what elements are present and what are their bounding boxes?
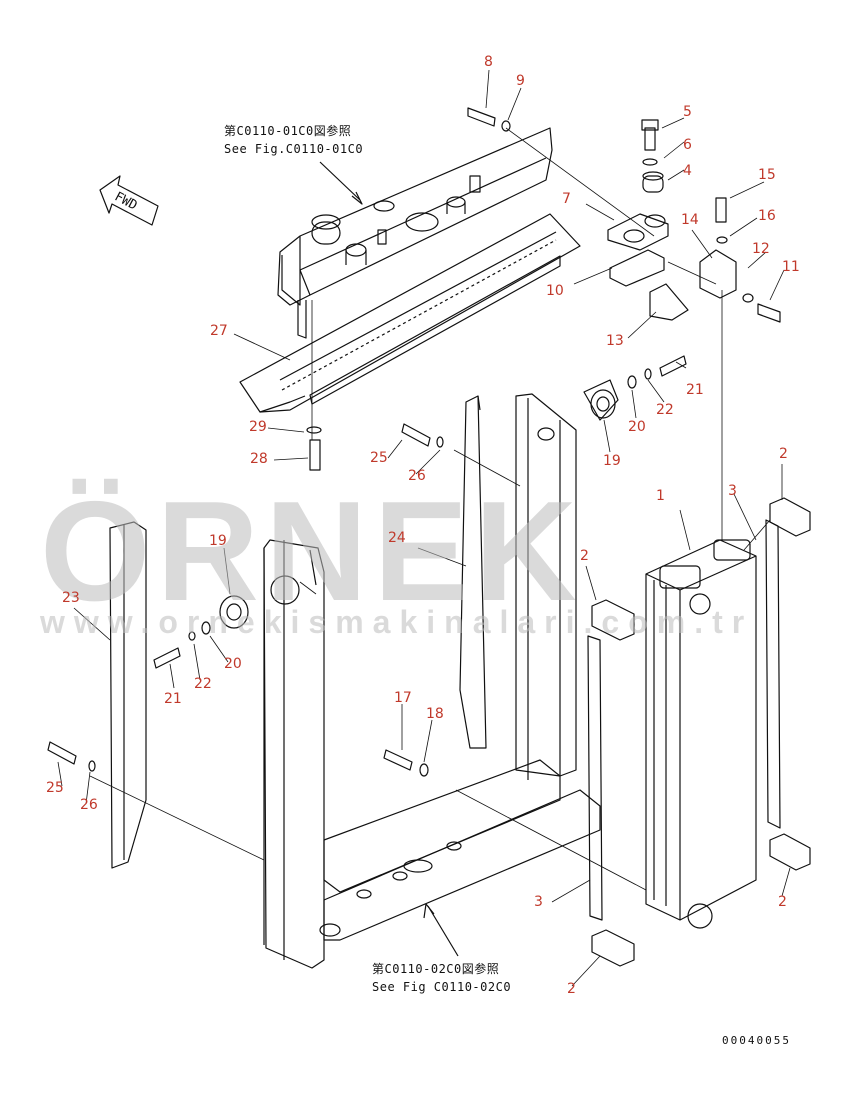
upper-guide-plate (239, 213, 581, 413)
callout-22-lower: 22 (194, 676, 212, 692)
fwd-arrow-icon (99, 175, 159, 226)
callout-29: 29 (249, 419, 267, 435)
callout-2-mid: 2 (580, 548, 589, 564)
callout-20-upper: 20 (628, 419, 646, 435)
ref-bottom-en: See Fig C0110-02C0 (372, 980, 512, 994)
callout-12: 12 (752, 241, 770, 257)
callout-6: 6 (683, 137, 692, 153)
main-frame-left-post (263, 539, 325, 969)
upper-support-beam (277, 127, 553, 339)
callout-26-upper: 26 (408, 468, 426, 484)
callout-16: 16 (758, 208, 776, 224)
callout-20-lower: 20 (224, 656, 242, 672)
callout-10: 10 (546, 283, 564, 299)
callout-14: 14 (681, 212, 699, 228)
callout-25-lower: 25 (46, 780, 64, 796)
seal-pieces (587, 497, 811, 967)
callout-21-lower: 21 (164, 691, 182, 707)
side-plate-23 (109, 521, 147, 869)
assembly-lines (89, 127, 771, 891)
watermark-url: www.ornekismakinalari.com.tr (40, 604, 754, 640)
callout-15: 15 (758, 167, 776, 183)
callout-25-upper: 25 (370, 450, 388, 466)
document-number: 00040055 (722, 1034, 791, 1047)
callout-24: 24 (388, 530, 406, 546)
callout-19-upper: 19 (603, 453, 621, 469)
callout-19-lower: 19 (209, 533, 227, 549)
side-plate-24 (459, 395, 487, 749)
callout-5: 5 (683, 104, 692, 120)
callout-7: 7 (562, 191, 571, 207)
callout-27: 27 (210, 323, 228, 339)
callout-28: 28 (250, 451, 268, 467)
callout-13: 13 (606, 333, 624, 349)
callout-2-top-right: 2 (779, 446, 788, 462)
callout-26-lower: 26 (80, 797, 98, 813)
callout-9: 9 (516, 73, 525, 89)
callout-3-right: 3 (728, 483, 737, 499)
callout-21-upper: 21 (686, 382, 704, 398)
callout-2-bottom: 2 (567, 981, 576, 997)
radiator-core (645, 539, 757, 929)
callout-4: 4 (683, 163, 692, 179)
callout-2-right-lower: 2 (778, 894, 787, 910)
main-frame-right-post (515, 393, 577, 780)
reference-arrows (319, 161, 459, 957)
callout-18: 18 (426, 706, 444, 722)
upper-mount-brackets (467, 107, 781, 323)
ref-top-jp: 第C0110-01C0図参照 (224, 124, 352, 138)
callout-22-upper: 22 (656, 402, 674, 418)
callout-17: 17 (394, 690, 412, 706)
ref-top-en: See Fig.C0110-01C0 (224, 142, 364, 156)
callout-3-lower: 3 (534, 894, 543, 910)
center-bolts (306, 426, 322, 471)
ref-bottom-jp: 第C0110-02C0図参照 (372, 962, 500, 976)
leader-lines (57, 69, 791, 987)
callout-1: 1 (656, 488, 665, 504)
callout-23: 23 (62, 590, 80, 606)
callout-11: 11 (782, 259, 800, 275)
left-fasteners (47, 423, 444, 777)
upper-right-fasteners (583, 355, 687, 421)
watermark-brand: ÖRNEK (40, 472, 583, 631)
callout-8: 8 (484, 54, 493, 70)
main-frame-bottom-member (319, 759, 601, 941)
